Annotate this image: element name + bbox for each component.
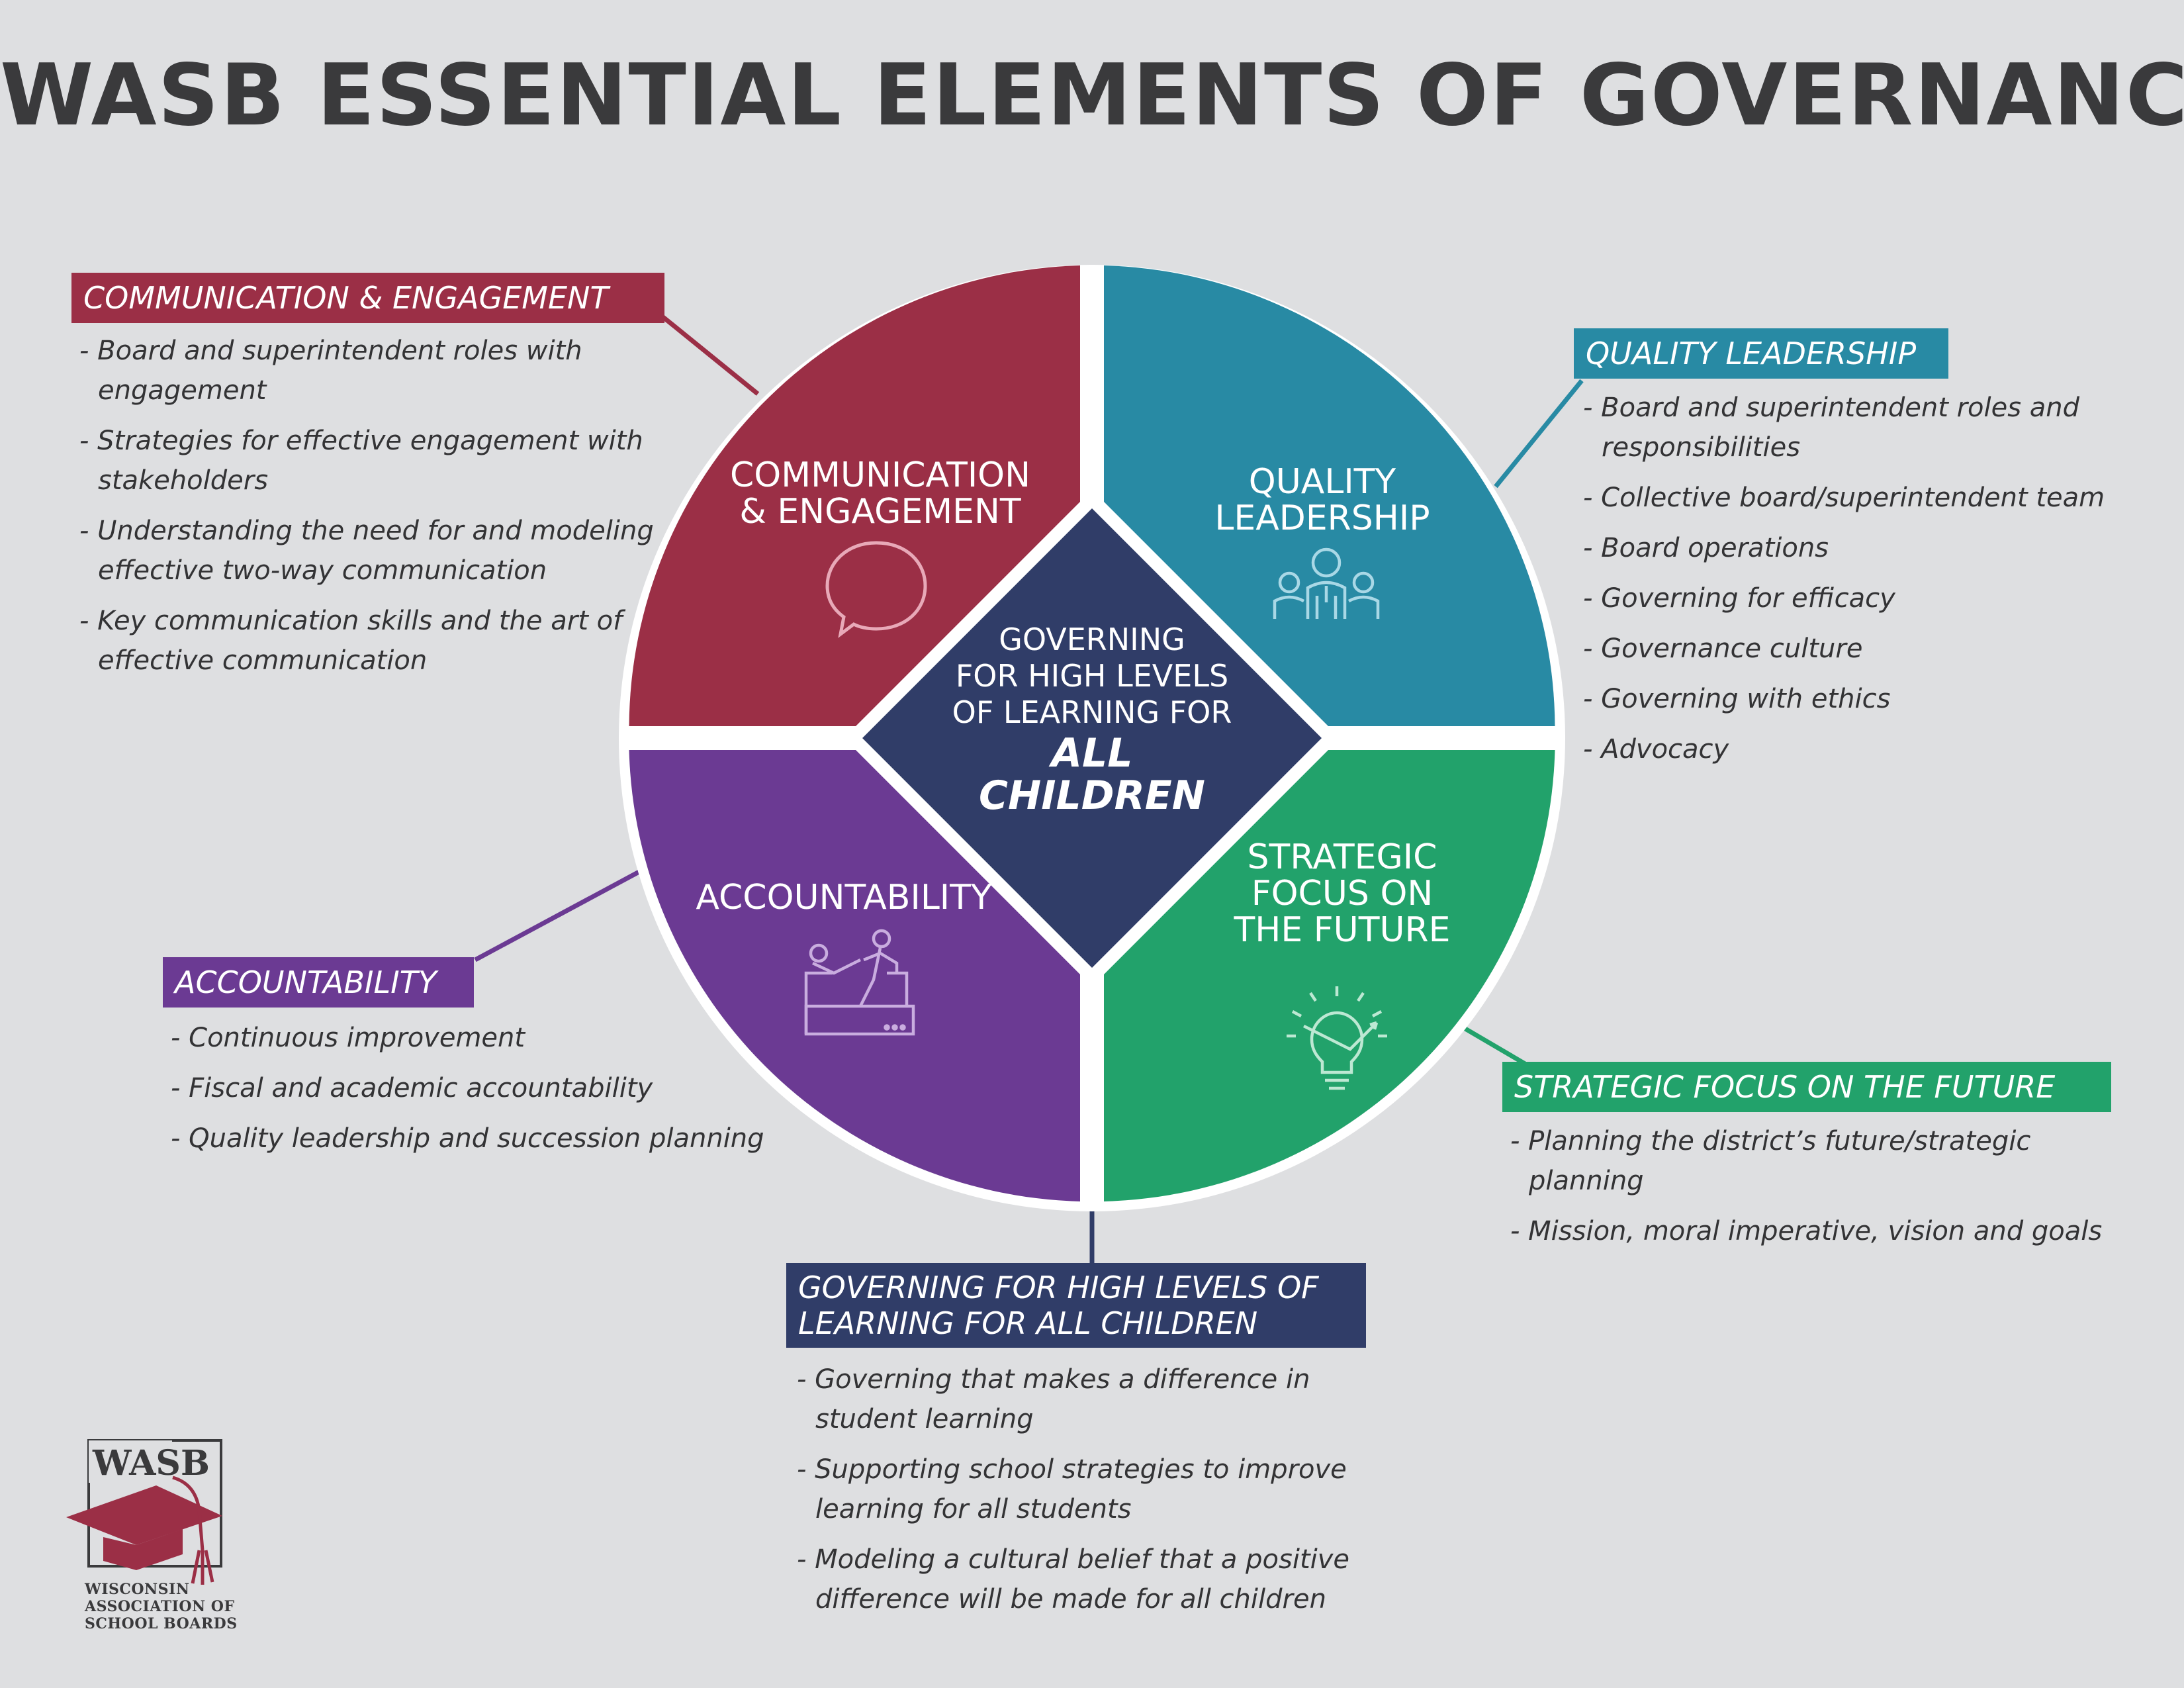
segment-label-quality-2: LEADERSHIP bbox=[1214, 498, 1430, 538]
page-title: WASB ESSENTIAL ELEMENTS OF GOVERNANCE bbox=[0, 46, 2184, 145]
graduation-cap-icon bbox=[66, 1476, 222, 1585]
segment-label-strategic-1: STRATEGIC bbox=[1248, 837, 1437, 877]
connector-quality bbox=[1494, 379, 1584, 489]
team-people-icon bbox=[1273, 547, 1380, 619]
header-strategic: STRATEGIC FOCUS ON THE FUTURE bbox=[1502, 1062, 2111, 1112]
list-item: Governing for efficacy bbox=[1583, 579, 2126, 618]
lightbulb-icon bbox=[1287, 986, 1387, 1090]
climbing-help-icon bbox=[804, 929, 915, 1036]
center-label-2: FOR HIGH LEVELS bbox=[956, 658, 1228, 694]
list-strategic: Planning the district’s future/strategic… bbox=[1510, 1121, 2119, 1262]
connector-accountability bbox=[474, 866, 647, 962]
list-item: Strategies for effective engagement with… bbox=[79, 421, 675, 500]
logo-line-3: SCHOOL BOARDS bbox=[85, 1615, 238, 1632]
list-item: Understanding the need for and modeling … bbox=[79, 511, 675, 590]
header-quality-text: QUALITY LEADERSHIP bbox=[1586, 336, 1917, 371]
segment-strategic bbox=[1104, 750, 1555, 1201]
header-accountability: ACCOUNTABILITY bbox=[163, 957, 474, 1008]
list-item: Modeling a cultural belief that a positi… bbox=[797, 1540, 1366, 1619]
wasb-logo: WASB WISCONSIN ASSOCIATION OF SCHOOL BOA… bbox=[66, 1439, 238, 1632]
segment-communication bbox=[629, 265, 1080, 726]
segment-label-quality-1: QUALITY bbox=[1249, 462, 1396, 502]
list-item: Governance culture bbox=[1583, 629, 2126, 669]
list-item: Key communication skills and the art of … bbox=[79, 601, 675, 680]
list-item: Mission, moral imperative, vision and go… bbox=[1510, 1211, 2119, 1251]
logo-word: WASB bbox=[92, 1443, 210, 1483]
center-label-3: OF LEARNING FOR bbox=[952, 694, 1232, 730]
header-strategic-text: STRATEGIC FOCUS ON THE FUTURE bbox=[1514, 1069, 2056, 1105]
list-communication: Board and superintendent roles with enga… bbox=[79, 331, 675, 691]
header-communication: COMMUNICATION & ENGAGEMENT bbox=[71, 273, 664, 323]
list-accountability: Continuous improvement Fiscal and academ… bbox=[171, 1018, 799, 1169]
header-quality: QUALITY LEADERSHIP bbox=[1574, 328, 1948, 379]
list-item: Advocacy bbox=[1583, 729, 2126, 769]
logo-word-bg bbox=[89, 1440, 172, 1483]
center-diamond bbox=[862, 508, 1322, 968]
segment-label-communication-2: & ENGAGEMENT bbox=[739, 492, 1021, 532]
header-governing-line-2: LEARNING FOR ALL CHILDREN bbox=[798, 1305, 1258, 1341]
segment-label-accountability: ACCOUNTABILITY bbox=[696, 878, 992, 917]
list-item: Planning the district’s future/strategic… bbox=[1510, 1121, 2119, 1201]
segment-accountability bbox=[629, 750, 1080, 1201]
list-item: Quality leadership and succession planni… bbox=[171, 1119, 799, 1158]
list-item: Collective board/superintendent team bbox=[1583, 478, 2126, 518]
list-item: Governing with ethics bbox=[1583, 679, 2126, 719]
header-communication-text: COMMUNICATION & ENGAGEMENT bbox=[83, 280, 609, 316]
segment-quality bbox=[1104, 265, 1555, 726]
center-label-4: ALL bbox=[1049, 730, 1133, 776]
header-accountability-text: ACCOUNTABILITY bbox=[175, 964, 437, 1000]
list-item: Board and superintendent roles with enga… bbox=[79, 331, 675, 410]
segment-label-communication-1: COMMUNICATION bbox=[730, 455, 1030, 495]
segment-label-strategic-2: FOCUS ON bbox=[1251, 874, 1433, 914]
list-governing: Governing that makes a difference in stu… bbox=[797, 1360, 1366, 1630]
list-item: Fiscal and academic accountability bbox=[171, 1068, 799, 1108]
center-label-1: GOVERNING bbox=[999, 622, 1185, 657]
list-item: Governing that makes a difference in stu… bbox=[797, 1360, 1366, 1439]
header-governing: GOVERNING FOR HIGH LEVELS OF LEARNING FO… bbox=[786, 1263, 1366, 1348]
logo-line-1: WISCONSIN bbox=[84, 1581, 189, 1598]
list-item: Board operations bbox=[1583, 528, 2126, 568]
list-item: Continuous improvement bbox=[171, 1018, 799, 1058]
header-governing-line-1: GOVERNING FOR HIGH LEVELS OF bbox=[798, 1270, 1319, 1305]
speech-bubble-icon bbox=[825, 541, 927, 638]
list-quality: Board and superintendent roles and respo… bbox=[1583, 388, 2126, 780]
list-item: Supporting school strategies to improve … bbox=[797, 1450, 1366, 1529]
center-label-5: CHILDREN bbox=[979, 773, 1205, 819]
segment-label-strategic-3: THE FUTURE bbox=[1233, 910, 1450, 950]
logo-line-2: ASSOCIATION OF bbox=[84, 1598, 235, 1615]
list-item: Board and superintendent roles and respo… bbox=[1583, 388, 2126, 467]
